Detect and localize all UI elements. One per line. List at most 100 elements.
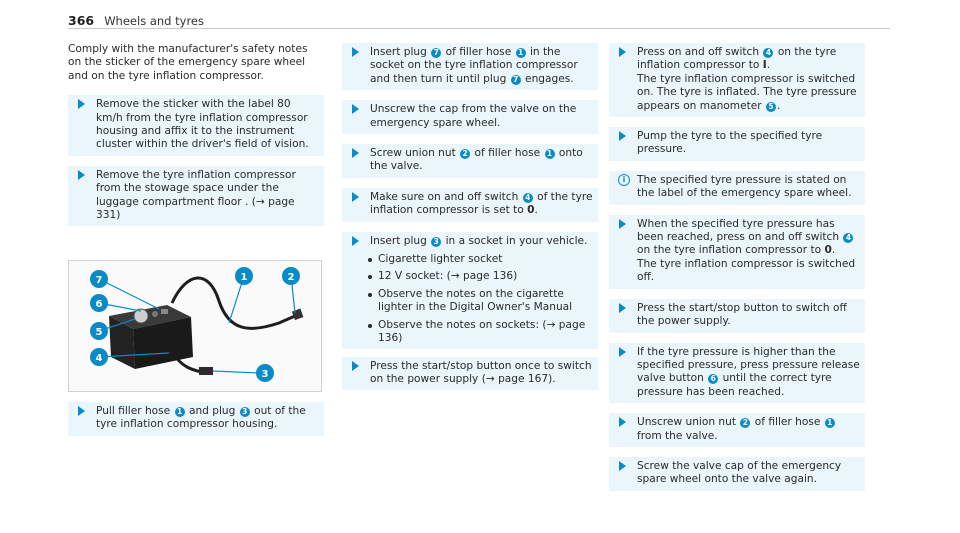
header-rule: [68, 28, 890, 29]
switch-position: I: [762, 59, 767, 72]
step-text: .: [831, 244, 836, 257]
step-result: The tyre inflation compressor is switche…: [637, 257, 856, 284]
badge-5: 5: [766, 101, 777, 112]
switch-position: 0: [824, 244, 832, 257]
column-1: Comply with the manufacturer's safety no…: [68, 43, 324, 236]
callout-1-label: 1: [241, 272, 248, 283]
step-text: Insert plug: [370, 46, 427, 58]
step-unscrew-union-nut: Unscrew union nut 2 of filler hose 1 fro…: [609, 413, 865, 447]
step-arrow-icon: [78, 406, 85, 416]
step-pump-tyre: Pump the tyre to the specified tyre pres…: [609, 127, 865, 161]
step-insert-plug-hose: Insert plug 7 of filler hose 1 in the so…: [342, 43, 598, 91]
step-arrow-icon: [78, 99, 85, 110]
step-insert-plug-socket: Insert plug 3 in a socket in your vehicl…: [342, 231, 598, 253]
step-text: engages.: [525, 72, 574, 85]
step-text: in a socket in your vehicle.: [445, 234, 588, 247]
step-arrow-icon: [352, 360, 359, 371]
step-arrow-icon: [352, 191, 359, 202]
callout-3-label: 3: [262, 369, 269, 380]
badge-6: 6: [708, 374, 719, 385]
step-text: Screw the valve cap of the emergency spa…: [637, 459, 842, 486]
column-3: Press on and off switch 4 on the tyre in…: [609, 43, 865, 501]
step-arrow-icon: [352, 104, 359, 115]
release-valve-button: [152, 311, 158, 317]
step-screw-valve-cap: Screw the valve cap of the emergency spa…: [609, 456, 865, 491]
step-arrow-icon: [352, 235, 359, 246]
badge-7: 7: [510, 74, 521, 85]
step-text: .: [534, 204, 538, 217]
step-power-on: Press the start/stop button once to swit…: [342, 356, 598, 391]
column-2: Insert plug 7 of filler hose 1 in the so…: [342, 43, 598, 400]
page-header: 366 Wheels and tyres: [68, 10, 898, 29]
step-check-switch: Make sure on and off switch 4 of the tyr…: [342, 187, 598, 222]
step-remove-compressor: Remove the tyre inflation compressor fro…: [68, 165, 324, 227]
page-number: 366: [68, 13, 95, 28]
badge-1: 1: [544, 149, 555, 160]
step-text: Screw union nut: [370, 147, 456, 160]
step-text: of filler hose: [754, 416, 821, 429]
callout-5: [90, 322, 108, 340]
badge-2: 2: [460, 149, 471, 160]
column-1-lower: Pull filler hose 1 and plug 3 out of the…: [68, 402, 324, 446]
compressor-illustration: 7 6 5 4 1 2 3: [90, 267, 304, 382]
step-text: .: [766, 59, 771, 72]
step-text: out of the tyre inflation compressor hou…: [96, 405, 306, 431]
step-text: Unscrew union nut: [637, 416, 737, 429]
union-nut: [291, 308, 304, 321]
step-text: Insert plug: [370, 234, 427, 247]
step-text: .: [777, 99, 781, 112]
step-release-pressure: If the tyre pressure is higher than the …: [609, 342, 865, 404]
step-switch-on: Press on and off switch 4 on the tyre in…: [609, 43, 865, 118]
compressor-figure: 7 6 5 4 1 2 3: [68, 260, 322, 392]
badge-2: 2: [740, 418, 751, 429]
intro-paragraph: Comply with the manufacturer's safety no…: [68, 43, 308, 82]
badge-7: 7: [431, 48, 442, 58]
badge-1: 1: [174, 407, 185, 417]
step-arrow-icon: [352, 148, 359, 159]
callout-3: [256, 364, 274, 382]
step-text: Press the start/stop button once to swit…: [370, 359, 592, 385]
badge-4: 4: [763, 48, 774, 58]
step-arrow-icon: [619, 47, 626, 57]
step-unscrew-cap: Unscrew the cap from the valve on the em…: [342, 100, 598, 135]
on-off-switch: [161, 309, 168, 314]
info-note: i The specified tyre pressure is stated …: [609, 170, 865, 205]
callout-2: [282, 267, 300, 285]
step-text: Unscrew the cap from the valve on the em…: [370, 103, 577, 129]
step-text: on the tyre inflation compressor to: [637, 46, 837, 72]
step-arrow-icon: [619, 346, 626, 357]
power-plug: [199, 367, 213, 375]
page-title: Wheels and tyres: [104, 14, 204, 28]
badge-4: 4: [843, 233, 854, 244]
step-text: Remove the tyre inflation compressor fro…: [96, 168, 296, 222]
callout-1: [235, 267, 253, 285]
step-arrow-icon: [78, 169, 85, 180]
callout-7-label: 7: [96, 275, 103, 286]
step-text: Press the start/stop button to switch of…: [637, 301, 847, 328]
step-arrow-icon: [619, 218, 626, 229]
compressor-body-top: [109, 305, 191, 329]
callout-6: [90, 294, 108, 312]
step-text: from the valve.: [637, 429, 718, 442]
step-arrow-icon: [352, 47, 359, 57]
note-text: The specified tyre pressure is stated on…: [637, 173, 852, 200]
step-text: on the tyre inflation compressor to: [637, 244, 822, 257]
step-arrow-icon: [619, 417, 626, 428]
badge-1: 1: [824, 418, 835, 429]
badge-3: 3: [239, 407, 250, 417]
step-text: If the tyre pressure is higher than the …: [637, 345, 860, 385]
manometer: [133, 308, 149, 324]
socket-list: Cigarette lighter socket 12 V socket: (→…: [342, 252, 598, 349]
step-remove-sticker: Remove the sticker with the label 80 km/…: [68, 95, 324, 156]
step-text: of filler hose: [445, 46, 512, 58]
callout-2-label: 2: [288, 272, 295, 283]
list-item: 12 V socket: (→ page 136): [368, 269, 598, 286]
compressor-body-side: [133, 317, 193, 369]
step-text: until the correct tyre pressure has been…: [637, 372, 832, 398]
step-text: onto the valve.: [370, 147, 583, 173]
step-text: Pull filler hose: [96, 405, 171, 417]
step-text: Make sure on and off switch: [370, 190, 519, 203]
badge-3: 3: [431, 236, 442, 247]
badge-4: 4: [522, 192, 533, 203]
step-arrow-icon: [619, 302, 626, 313]
